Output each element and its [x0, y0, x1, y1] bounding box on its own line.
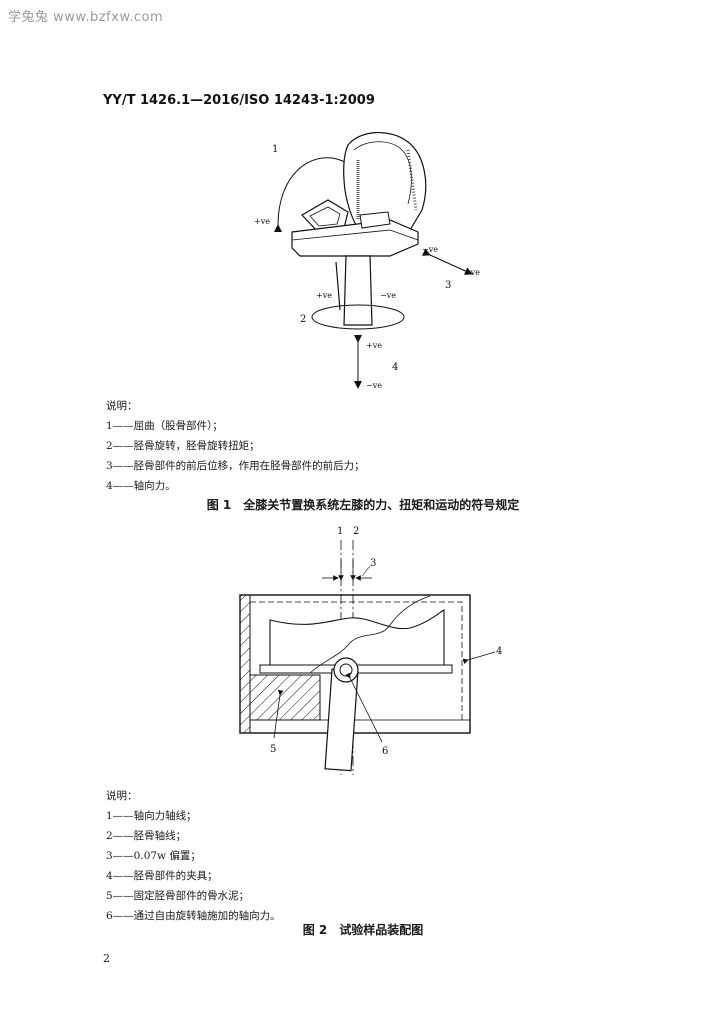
callout-6: 6: [382, 746, 388, 757]
figure1-caption: 图 1 全膝关节置换系统左膝的力、扭矩和运动的符号规定: [206, 498, 520, 512]
standard-code-header: YY/T 1426.1—2016/ISO 14243-1:2009: [103, 93, 375, 108]
tibial-tray: [291, 219, 419, 257]
insert-profile: [269, 608, 445, 666]
callout-3: 3: [370, 558, 376, 569]
callout-1: 1: [272, 144, 278, 155]
figure2-legend: 说明： 1——轴向力轴线； 2——胫骨轴线； 3——0.07w 偏置； 4——胫…: [106, 786, 281, 926]
ap-pos-label: +ve: [464, 268, 480, 277]
fixture-dashed-outline: [250, 601, 463, 720]
axial-neg-label: −ve: [366, 381, 382, 390]
callout-3: 3: [445, 280, 451, 291]
callout-4: 4: [392, 362, 398, 373]
axial-pos-label: +ve: [366, 341, 382, 350]
fixture-wall-left: [239, 594, 251, 734]
legend-item: 5——固定胫骨部件的骨水泥；: [106, 890, 250, 902]
figure2-caption: 图 2 试验样品装配图: [302, 923, 424, 937]
legend-title: 说明：: [106, 790, 138, 802]
legend-item: 1——屈曲（股骨部件）；: [106, 420, 223, 432]
legend-item: 3——胫骨部件的前后位移，作用在胫骨部件的前后力；: [106, 460, 365, 472]
legend-item: 4——轴向力。: [106, 480, 176, 492]
legend-item: 4——胫骨部件的夹具；: [106, 870, 218, 882]
page-number: 2: [103, 952, 110, 965]
rot-neg-label: −ve: [380, 291, 396, 300]
femoral-component: [343, 131, 427, 233]
legend-item: 3——0.07w 偏置；: [106, 850, 201, 862]
ap-arrow: [421, 248, 473, 275]
flex-pos-label: +ve: [254, 217, 270, 226]
rot-pos-label: +ve: [316, 291, 332, 300]
legend-item: 2——胫骨旋转，胫骨旋转扭矩；: [106, 440, 260, 452]
ap-neg-label: −ve: [422, 245, 438, 254]
callout-1: 1: [337, 526, 343, 537]
watermark-text: 学兔兔 www.bzfxw.com: [8, 10, 164, 25]
figure1-legend: 说明： 1——屈曲（股骨部件）； 2——胫骨旋转，胫骨旋转扭矩； 3——胫骨部件…: [106, 396, 365, 496]
callout-2: 2: [300, 314, 306, 325]
callout-2: 2: [353, 526, 359, 537]
legend-item: 1——轴向力轴线；: [106, 810, 197, 822]
figure1-knee-diagram: 1 +ve +ve −ve 2 −ve +ve 3 +ve −ve 4: [254, 131, 480, 390]
legend-title: 说明：: [106, 400, 138, 412]
bone-cement: [249, 674, 321, 721]
legend-item: 2——胫骨轴线；: [106, 830, 187, 842]
tibial-stem: [343, 255, 373, 326]
callout-5: 5: [270, 744, 276, 755]
legend-item: 6——通过自由旋转轴施加的轴向力。: [106, 910, 281, 922]
callout-4: 4: [496, 646, 502, 657]
rotation-ellipse: [311, 304, 405, 330]
figure2-assembly-diagram: 1 2 3 4 5 6: [239, 526, 502, 775]
